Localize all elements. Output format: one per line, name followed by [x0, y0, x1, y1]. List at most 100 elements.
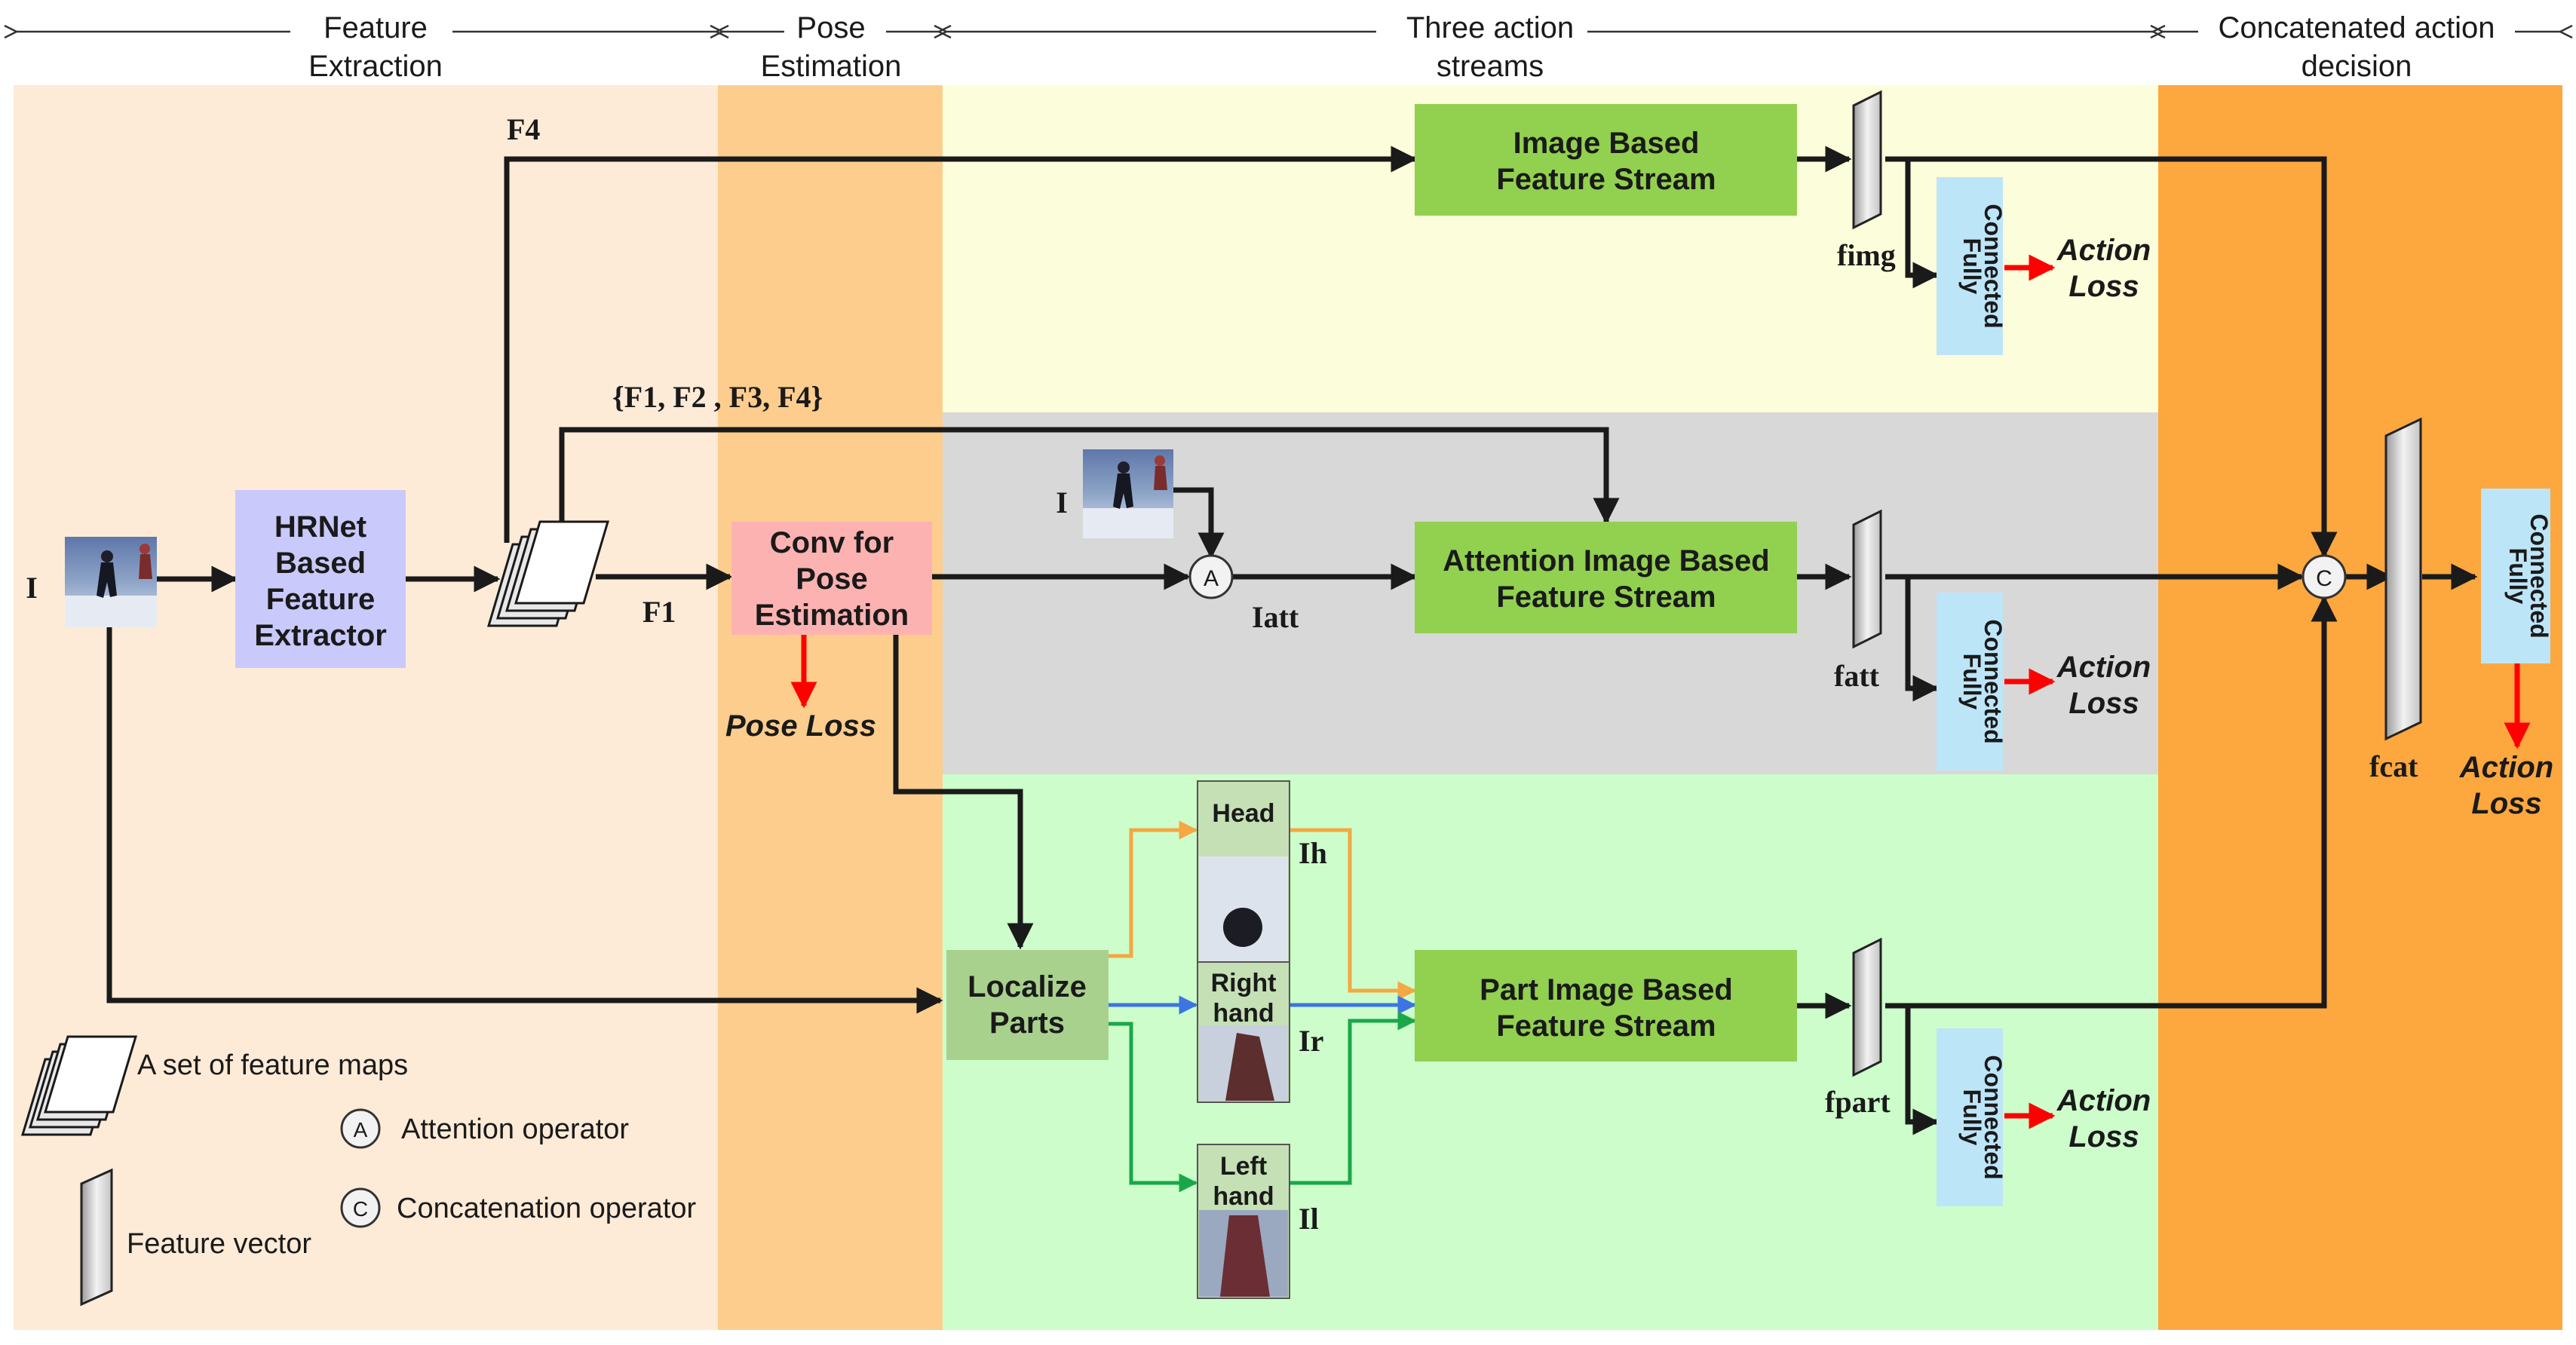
action-loss-att-2: Loss — [2068, 687, 2139, 720]
feature-vector-att — [1852, 509, 1882, 649]
legend-feature-maps-text: A set of feature maps — [137, 1049, 408, 1081]
legend-attention-letter: A — [354, 1118, 368, 1141]
header-pose-2: Estimation — [761, 50, 902, 83]
i-l-label: Il — [1299, 1202, 1319, 1236]
f-cat-label: fcat — [2369, 749, 2418, 783]
head-crop — [1197, 780, 1290, 991]
f4-label: F4 — [507, 112, 540, 146]
feature-maps-icon — [486, 520, 610, 627]
hrnet-box — [235, 490, 406, 668]
head-part-arrow — [1109, 820, 1198, 958]
right-hand-label-1: Right — [1211, 969, 1277, 997]
fc-box-final: Fully Connected — [2481, 489, 2553, 663]
loss-arrows — [790, 254, 2531, 1129]
header-feature-extraction-2: Extraction — [308, 50, 443, 83]
attention-operator — [1188, 554, 1234, 599]
fc-final-line-2: Connected — [2525, 513, 2553, 638]
action-loss-img-1: Action — [2056, 234, 2151, 267]
action-loss-part-1: Action — [2056, 1084, 2151, 1117]
hrnet-line-2: Based — [275, 547, 366, 580]
header-concat-1: Concatenated action — [2219, 11, 2495, 44]
fc-img-line-1: Fully — [1958, 238, 1986, 295]
f-part-label: fpart — [1825, 1085, 1891, 1119]
action-loss-img-2: Loss — [2068, 270, 2139, 303]
hrnet-line-1: HRNet — [274, 510, 366, 544]
action-loss-att-1: Action — [2056, 651, 2151, 684]
input-label: I — [26, 571, 38, 605]
localize-line-1: Localize — [968, 970, 1087, 1003]
header-streams-2: streams — [1437, 50, 1544, 83]
legend-feature-vector-text: Feature vector — [127, 1228, 311, 1260]
fc-box-part: Fully Connected — [1937, 1028, 2007, 1206]
input-image-skier — [65, 537, 157, 627]
localize-line-2: Parts — [989, 1006, 1065, 1040]
attention-stream-line-2: Feature Stream — [1496, 581, 1716, 614]
conv-pose-line-3: Estimation — [755, 599, 909, 632]
legend-concat-letter: C — [353, 1197, 368, 1221]
feature-vector-img — [1852, 90, 1882, 230]
f1-label: F1 — [642, 595, 676, 629]
fc-att-line-2: Connected — [1980, 619, 2007, 743]
localize-parts-box — [946, 950, 1109, 1060]
header-concat-2: decision — [2302, 50, 2412, 83]
legend-attention-operator — [340, 1108, 381, 1149]
attention-stream-box — [1415, 522, 1797, 633]
image-stream-line-1: Image Based — [1513, 127, 1700, 160]
image-stream-line-2: Feature Stream — [1496, 163, 1716, 196]
attention-stream-line-1: Attention Image Based — [1443, 544, 1769, 578]
right-hand-label-2: hand — [1213, 999, 1274, 1028]
concat-operator-letter: C — [2316, 566, 2332, 591]
conv-pose-line-1: Conv for — [770, 526, 894, 559]
head-label: Head — [1212, 799, 1274, 828]
i-att-label: Iatt — [1252, 600, 1299, 634]
feature-vector-part — [1852, 937, 1882, 1077]
attention-operator-letter: A — [1204, 566, 1219, 591]
feature-vector-cat — [2384, 417, 2422, 741]
f-set-label: {F1, F2 , F3, F4} — [612, 380, 823, 414]
right-hand-crop — [1197, 961, 1290, 1103]
legend-feature-maps-icon — [20, 1035, 138, 1136]
left-hand-to-stream-arrow — [1290, 1011, 1417, 1185]
part-stream-line-1: Part Image Based — [1480, 973, 1733, 1006]
part-stream-box — [1415, 950, 1797, 1062]
input-image-small — [1083, 449, 1173, 538]
left-hand-crop — [1197, 1144, 1290, 1299]
image-stream-box — [1415, 104, 1797, 216]
pose-estimation-band — [718, 85, 943, 1330]
hrnet-line-3: Feature — [266, 583, 376, 616]
f-img-label: fimg — [1837, 238, 1896, 272]
fc-box-img: Fully Connected — [1937, 177, 2007, 355]
concat-operator — [2302, 554, 2347, 599]
left-hand-label-1: Left — [1220, 1152, 1267, 1181]
concat-decision-band — [2158, 85, 2562, 1330]
fc-img-line-2: Connected — [1980, 204, 2007, 328]
action-loss-part-2: Loss — [2068, 1120, 2139, 1154]
pose-loss-label: Pose Loss — [725, 709, 876, 743]
header-pose-1: Pose — [796, 11, 865, 44]
fc-final-line-1: Fully — [2504, 548, 2532, 605]
f-att-label: fatt — [1834, 659, 1880, 693]
conv-pose-line-2: Pose — [796, 562, 868, 596]
part-stream-line-2: Feature Stream — [1496, 1010, 1716, 1043]
conv-pose-box — [731, 522, 932, 635]
fc-att-line-1: Fully — [1958, 654, 1986, 710]
i-r-label: Ir — [1299, 1024, 1323, 1058]
left-hand-part-arrow — [1109, 1022, 1198, 1193]
header-streams-1: Three action — [1406, 11, 1574, 44]
fc-part-line-2: Connected — [1980, 1055, 2007, 1179]
input-small-label: I — [1056, 486, 1068, 519]
legend-concat-text: Concatenation operator — [397, 1193, 697, 1224]
action-loss-final-2: Loss — [2471, 787, 2541, 820]
legend-attention-text: Attention operator — [401, 1114, 629, 1145]
legend-concat-operator — [340, 1187, 381, 1228]
i-h-label: Ih — [1299, 836, 1327, 870]
left-hand-label-2: hand — [1213, 1182, 1274, 1211]
head-to-stream-arrow — [1290, 828, 1417, 1000]
fc-box-att: Fully Connected — [1937, 593, 2007, 771]
header-feature-extraction-1: Feature — [324, 11, 428, 44]
hrnet-line-4: Extractor — [254, 619, 387, 652]
legend-feature-vector-icon — [80, 1168, 113, 1307]
fc-part-line-1: Fully — [1958, 1089, 1986, 1146]
data-flow-lines — [106, 146, 2478, 1135]
